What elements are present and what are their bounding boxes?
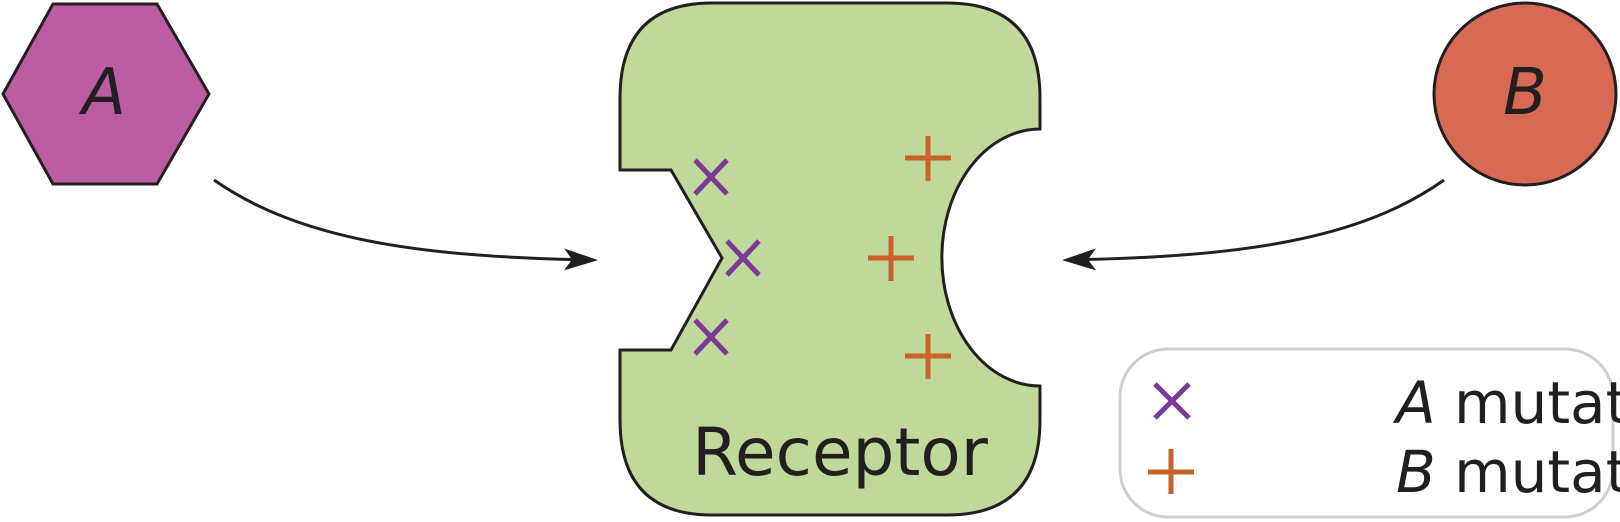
b-mutation-mark-top <box>905 136 951 181</box>
a-mutation-mark-top <box>693 158 729 196</box>
legend-x-icon <box>1153 382 1191 420</box>
receptor-label: Receptor <box>692 414 989 491</box>
legend: A mutation B mutation <box>1118 347 1620 519</box>
a-mutation-mark-bottom <box>693 318 729 356</box>
ligand-b-label: B <box>1503 56 1547 130</box>
receptor-shape <box>618 1 1042 517</box>
ligand-a-hexagon <box>1 2 211 186</box>
arrow-b-to-receptor <box>1062 178 1445 271</box>
legend-item-a-text: mutation <box>1436 369 1620 437</box>
ligand-b-circle <box>1432 1 1618 187</box>
legend-item-b-italic: B <box>1396 438 1436 506</box>
a-mutation-mark-middle <box>725 239 761 277</box>
receptor: Receptor <box>618 1 1042 517</box>
arrow-a-to-receptor <box>213 178 598 271</box>
b-mutation-mark-middle <box>868 236 914 281</box>
legend-item-b-text: mutation <box>1436 438 1620 506</box>
legend-item-b-mutation: B mutation <box>1148 438 1620 506</box>
ligand-a: A <box>1 2 211 186</box>
b-mutation-mark-bottom <box>905 334 951 379</box>
legend-plus-icon <box>1148 449 1194 494</box>
a-mutation-marks <box>693 158 761 356</box>
legend-item-a-label: A mutation <box>1230 369 1620 437</box>
b-mutation-marks <box>868 136 951 379</box>
legend-box <box>1118 347 1615 519</box>
ligand-b: B <box>1432 1 1618 187</box>
legend-item-a-mutation: A mutation <box>1153 369 1620 437</box>
ligand-a-label: A <box>78 56 126 130</box>
legend-item-b-label: B mutation <box>1230 438 1620 506</box>
legend-item-a-italic: A <box>1392 369 1436 437</box>
